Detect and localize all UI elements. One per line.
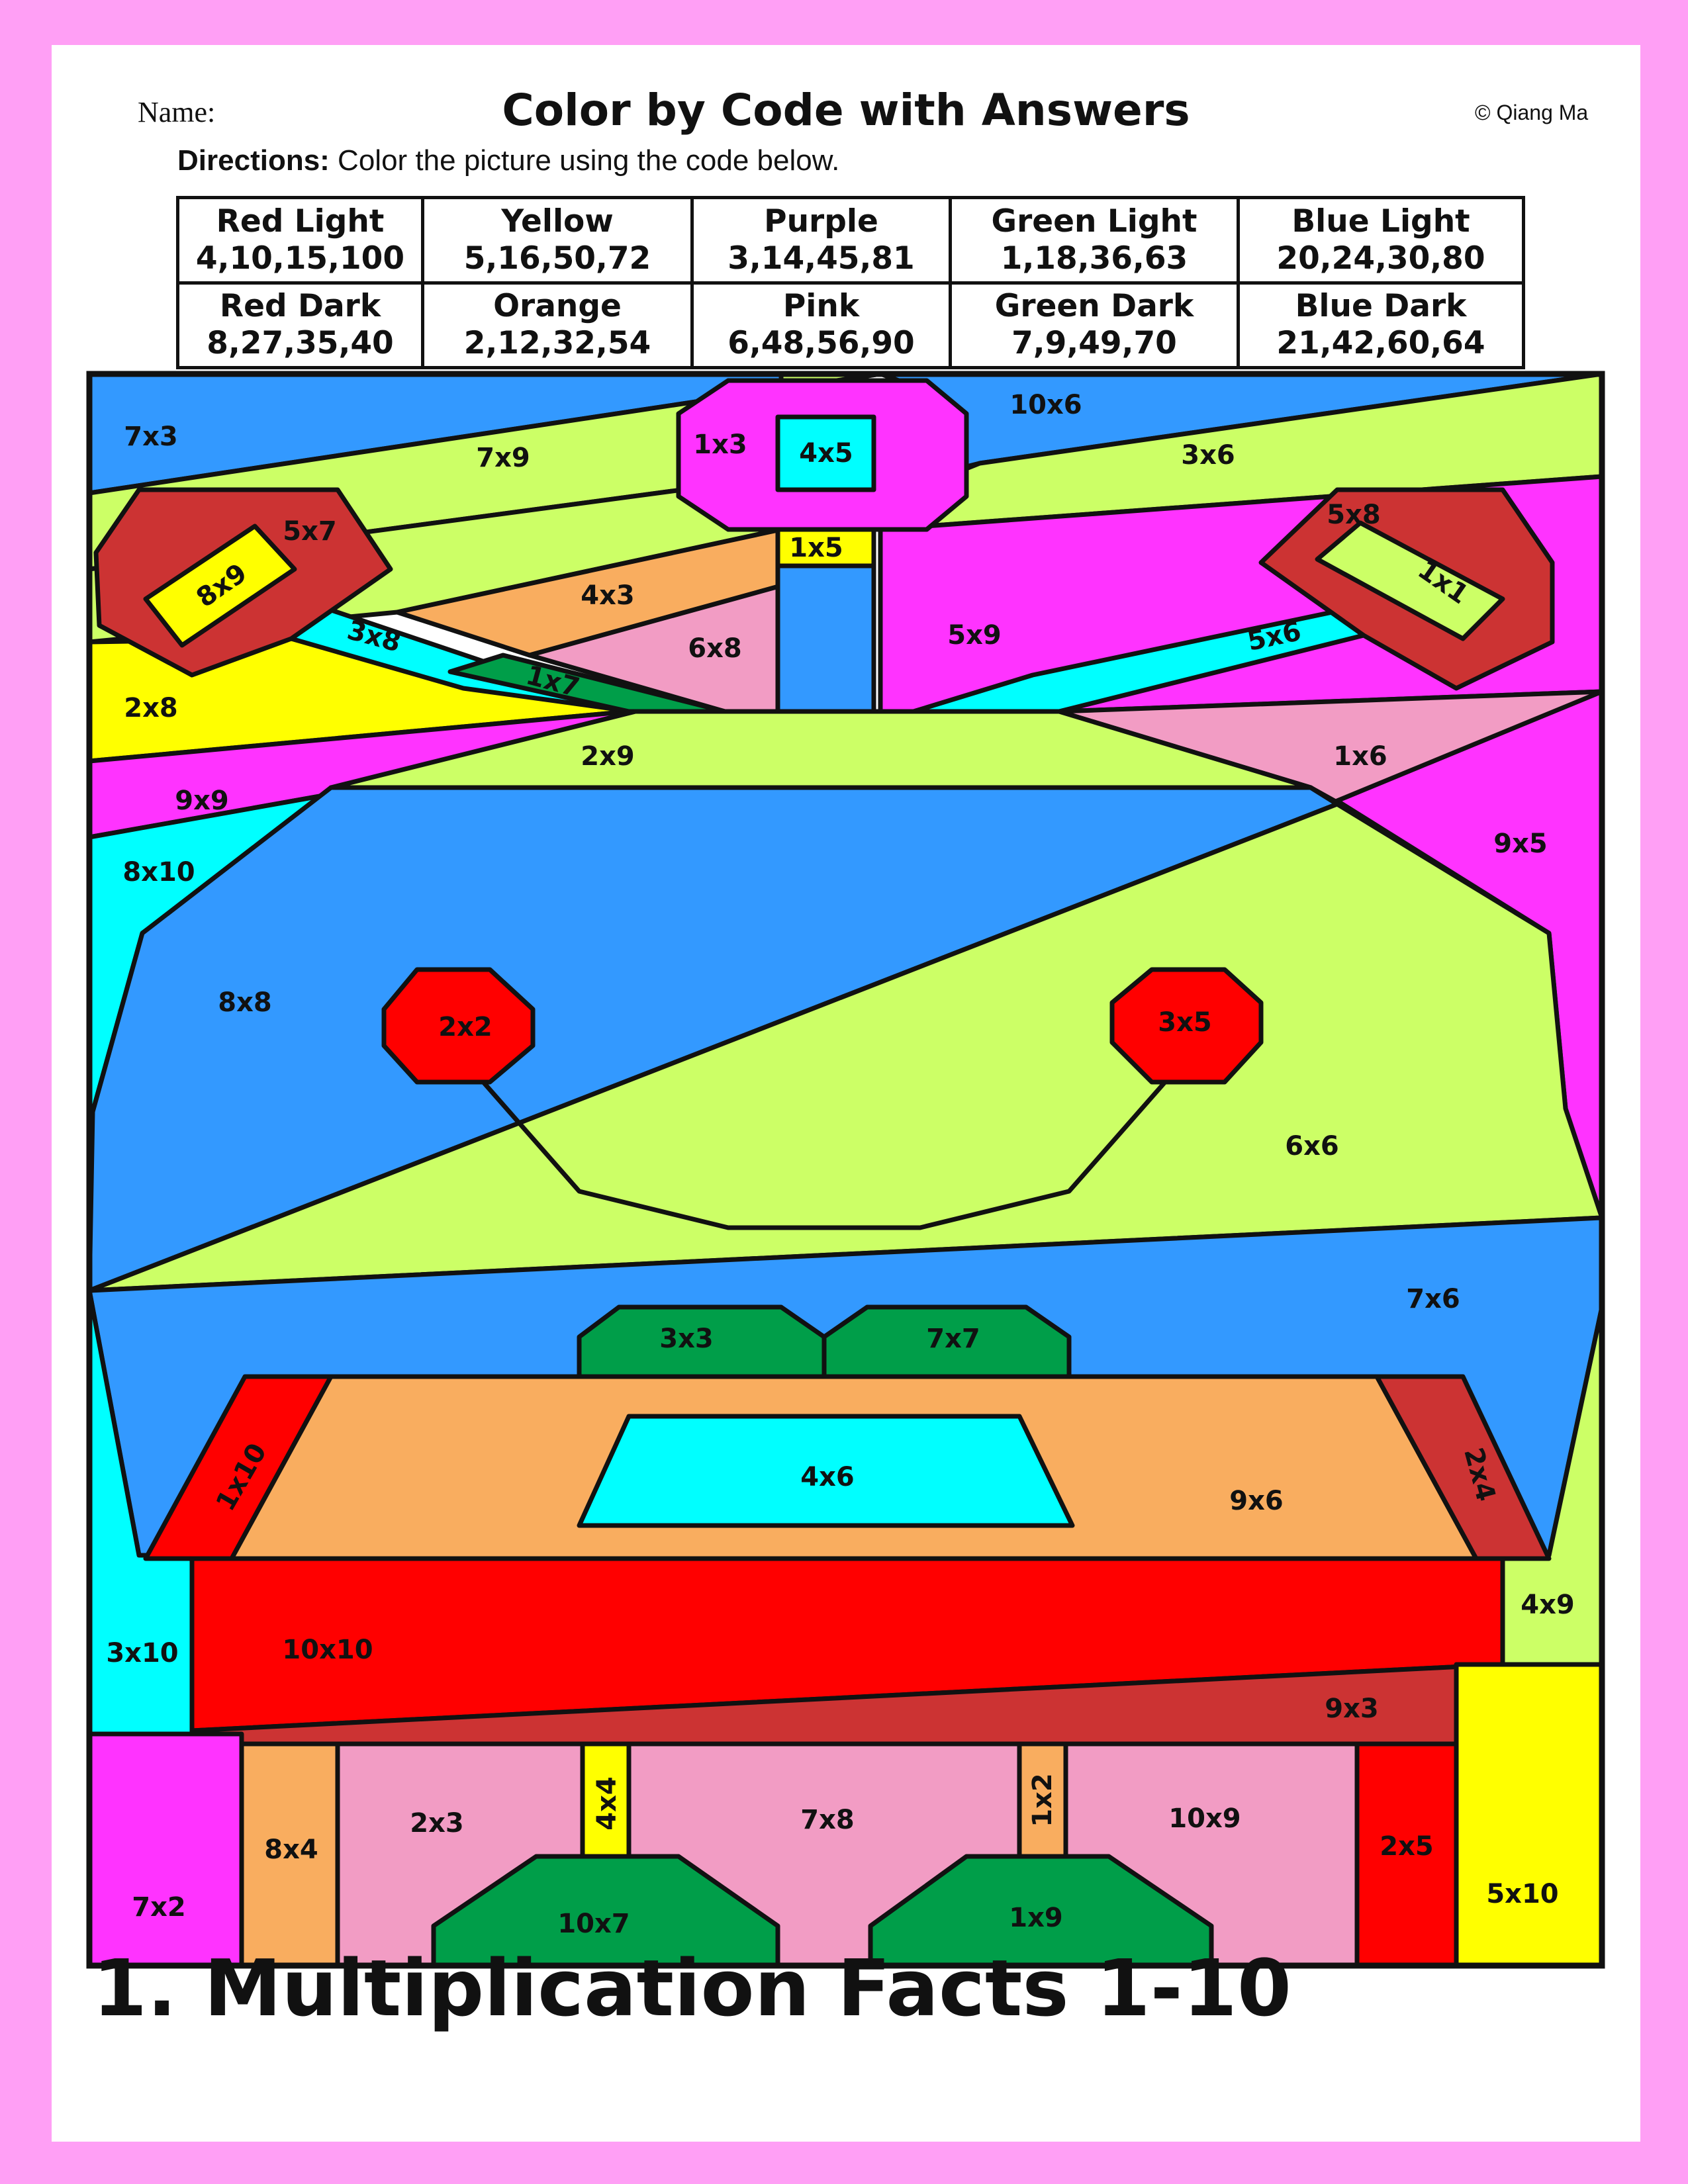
page-title: Color by Code with Answers [502, 85, 1190, 136]
legend-color-values: 5,16,50,72 [463, 240, 651, 277]
directions-heading: Directions: [177, 144, 330, 177]
legend-color-values: 8,27,35,40 [207, 325, 394, 362]
region-7x7 [821, 1304, 1072, 1379]
label-1x2: 1x2 [1027, 1773, 1058, 1827]
label-7x2: 7x2 [132, 1892, 185, 1923]
legend-color-values: 1,18,36,63 [1000, 240, 1188, 277]
legend-color-values: 3,14,45,81 [727, 240, 915, 277]
smile-line [481, 1080, 1167, 1230]
label-7x3: 7x3 [124, 422, 177, 452]
label-9x9: 9x9 [175, 786, 228, 816]
region-1x1 [1315, 520, 1505, 641]
label-8x4: 8x4 [264, 1835, 318, 1865]
legend-color-values: 7,9,49,70 [1011, 325, 1177, 362]
label-7x9: 7x9 [476, 443, 530, 473]
name-label: Name: [138, 96, 216, 128]
label-7x6: 7x6 [1406, 1284, 1460, 1314]
label-1x3: 1x3 [693, 430, 747, 460]
legend-color-name: Green Light [991, 203, 1197, 240]
label-1x5: 1x5 [789, 533, 843, 563]
label-6x6: 6x6 [1285, 1131, 1338, 1161]
region-6x6 [87, 801, 1605, 1293]
region-2x2 [381, 967, 536, 1085]
label-2x3: 2x3 [410, 1808, 463, 1839]
legend-color-values: 21,42,60,64 [1276, 325, 1485, 362]
label-5x9: 5x9 [947, 620, 1001, 651]
legend-color-values: 2,12,32,54 [463, 325, 651, 362]
label-1x9: 1x9 [1009, 1903, 1062, 1933]
label-4x4: 4x4 [592, 1776, 622, 1830]
label-6x8: 6x8 [688, 633, 741, 664]
label-9x6: 9x6 [1229, 1486, 1283, 1516]
legend-color-name: Yellow [501, 203, 614, 240]
region-4x5 [775, 414, 876, 492]
legend-color-name: Purple [764, 203, 878, 240]
label-4x9: 4x9 [1521, 1590, 1574, 1620]
label-3x3: 3x3 [659, 1324, 713, 1354]
label-1x6: 1x6 [1333, 741, 1387, 772]
label-4x3: 4x3 [581, 580, 634, 611]
label-7x7: 7x7 [926, 1324, 980, 1354]
copyright-notice: © Qiang Ma [1475, 101, 1589, 124]
region-7x2 [87, 1731, 244, 1968]
label-5x8: 5x8 [1327, 500, 1380, 530]
label-3x5: 3x5 [1158, 1007, 1211, 1038]
legend-color-values: 6,48,56,90 [727, 325, 915, 362]
region-5x10 [1454, 1662, 1605, 1968]
worksheet-subtitle: 1. Multiplication Facts 1-10 [93, 1942, 1291, 2034]
label-3x6: 3x6 [1181, 440, 1235, 471]
region-2x4 [1374, 1374, 1552, 1561]
label-5x10: 5x10 [1486, 1879, 1558, 1909]
label-2x2: 2x2 [438, 1012, 492, 1042]
label-5x7: 5x7 [283, 516, 336, 547]
picture-frame [86, 371, 1605, 1969]
label-2x9: 2x9 [581, 741, 634, 772]
label-9x3: 9x3 [1325, 1694, 1378, 1724]
legend-color-name: Blue Light [1291, 203, 1470, 240]
region-4x6 [577, 1414, 1075, 1528]
label-8x8: 8x8 [218, 987, 271, 1018]
region-8x9 [143, 523, 297, 648]
directions: Directions: Color the picture using the … [177, 144, 839, 177]
legend-color-name: Blue Dark [1295, 288, 1467, 325]
label-4x6: 4x6 [800, 1462, 854, 1492]
label-10x7: 10x7 [557, 1909, 630, 1939]
legend-color-name: Pink [782, 288, 860, 325]
label-7x8: 7x8 [800, 1805, 854, 1835]
label-10x9: 10x9 [1168, 1803, 1241, 1834]
legend-color-name: Red Light [216, 203, 385, 240]
label-8x10: 8x10 [122, 857, 195, 887]
region-3x5 [1109, 967, 1264, 1085]
label-2x5: 2x5 [1380, 1831, 1433, 1862]
legend-color-name: Red Dark [219, 288, 381, 325]
legend-color-name: Orange [493, 288, 622, 325]
legend-color-name: Green Dark [994, 288, 1194, 325]
label-4x5: 4x5 [799, 438, 853, 469]
label-10x10: 10x10 [282, 1635, 373, 1665]
label-9x5: 9x5 [1493, 829, 1547, 859]
legend-color-values: 4,10,15,100 [195, 240, 405, 277]
label-10x6: 10x6 [1009, 390, 1082, 420]
label-2x8: 2x8 [124, 693, 177, 723]
directions-text: Color the picture using the code below. [329, 144, 840, 177]
label-3x10: 3x10 [106, 1638, 178, 1668]
legend-color-values: 20,24,30,80 [1276, 240, 1485, 277]
